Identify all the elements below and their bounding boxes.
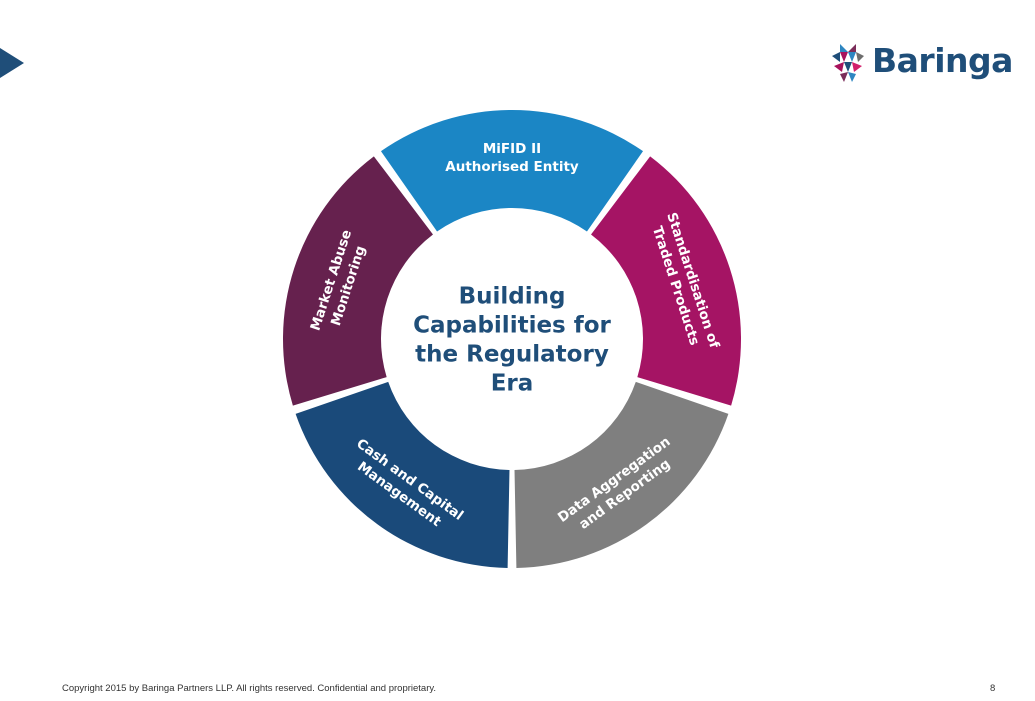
segment-mifid — [380, 109, 644, 232]
baringa-mark-icon — [832, 44, 864, 82]
corner-arrow-icon — [0, 48, 24, 78]
baringa-wordmark: Baringa — [872, 41, 1013, 80]
segment-cash-capital — [295, 381, 510, 568]
footer-page-number: 8 — [990, 683, 996, 694]
segment-data-aggregation — [514, 381, 729, 568]
segment-market-abuse — [283, 156, 433, 406]
segment-standardisation — [591, 156, 741, 406]
footer-copyright: Copyright 2015 by Baringa Partners LLP. … — [62, 683, 437, 694]
baringa-logo: Baringa — [832, 41, 1013, 84]
